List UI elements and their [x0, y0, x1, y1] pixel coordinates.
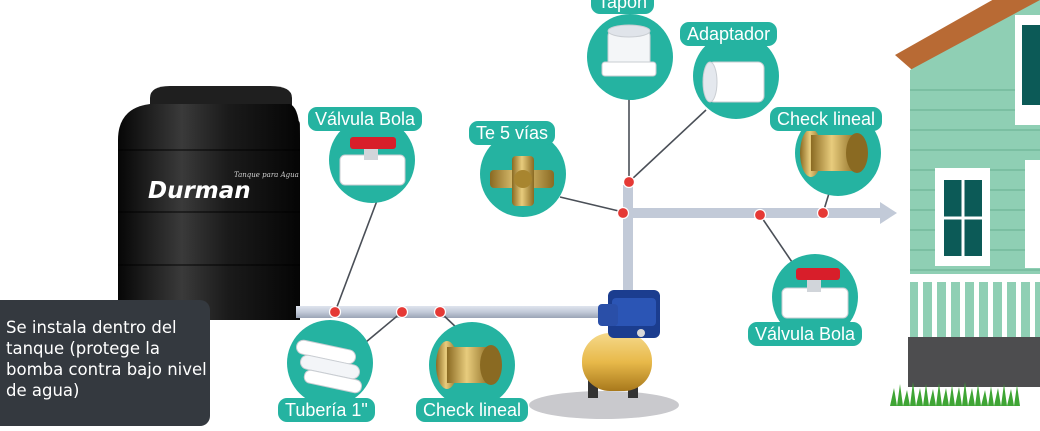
grass	[890, 382, 1040, 406]
pipe-outlet	[623, 208, 885, 218]
tapon-icon	[601, 24, 657, 77]
adaptador-icon	[702, 61, 765, 103]
check-lineal-bottom-icon	[436, 341, 502, 389]
porch-rail	[908, 274, 1040, 282]
label-valvula-bola-right: Válvula Bola	[748, 322, 863, 346]
valvula-bola-right-icon	[781, 268, 849, 319]
flow-arrow-icon	[880, 202, 897, 224]
label-tapon: Tapón	[591, 0, 655, 14]
tank-body	[118, 104, 300, 320]
te-5-vias-icon	[490, 156, 554, 206]
porch-balusters	[918, 282, 1035, 337]
label-check-lineal-bottom: Check lineal	[416, 398, 529, 422]
pipe-main-horizontal	[296, 306, 621, 318]
junction-dot	[616, 206, 630, 220]
tank-lid	[150, 86, 292, 108]
label-check-lineal-right: Check lineal	[770, 107, 883, 131]
label-valvula-bola-top: Válvula Bola	[308, 107, 423, 131]
label-te-5-vias: Te 5 vías	[469, 121, 556, 145]
pump-tank	[582, 333, 652, 391]
junction-dot	[622, 175, 636, 189]
check-lineal-right-icon	[800, 129, 868, 177]
junction-dots	[328, 175, 830, 319]
water-tank: Tanque para Agua Durman	[118, 86, 300, 320]
junction-dot	[753, 208, 767, 222]
tank-brand: Durman	[148, 178, 251, 204]
junction-dot	[328, 305, 342, 319]
junction-dot	[433, 305, 447, 319]
label-adaptador: Adaptador	[680, 22, 778, 46]
info-note: Se instala dentro del tanque (protege la…	[0, 300, 210, 426]
junction-dot	[395, 305, 409, 319]
tuberia-icon	[296, 339, 362, 394]
window-glass	[1022, 25, 1040, 105]
house-foundation	[908, 337, 1040, 387]
house	[890, 0, 1040, 406]
label-tuberia: Tubería 1"	[278, 398, 375, 422]
valvula-bola-top-icon	[339, 137, 406, 186]
junction-dot	[816, 206, 830, 220]
pipes	[296, 185, 897, 318]
tank-subtitle: Tanque para Agua	[234, 171, 299, 179]
pressure-pump	[529, 290, 679, 419]
pipe-vertical	[623, 185, 633, 315]
fitting-circles	[287, 14, 881, 408]
